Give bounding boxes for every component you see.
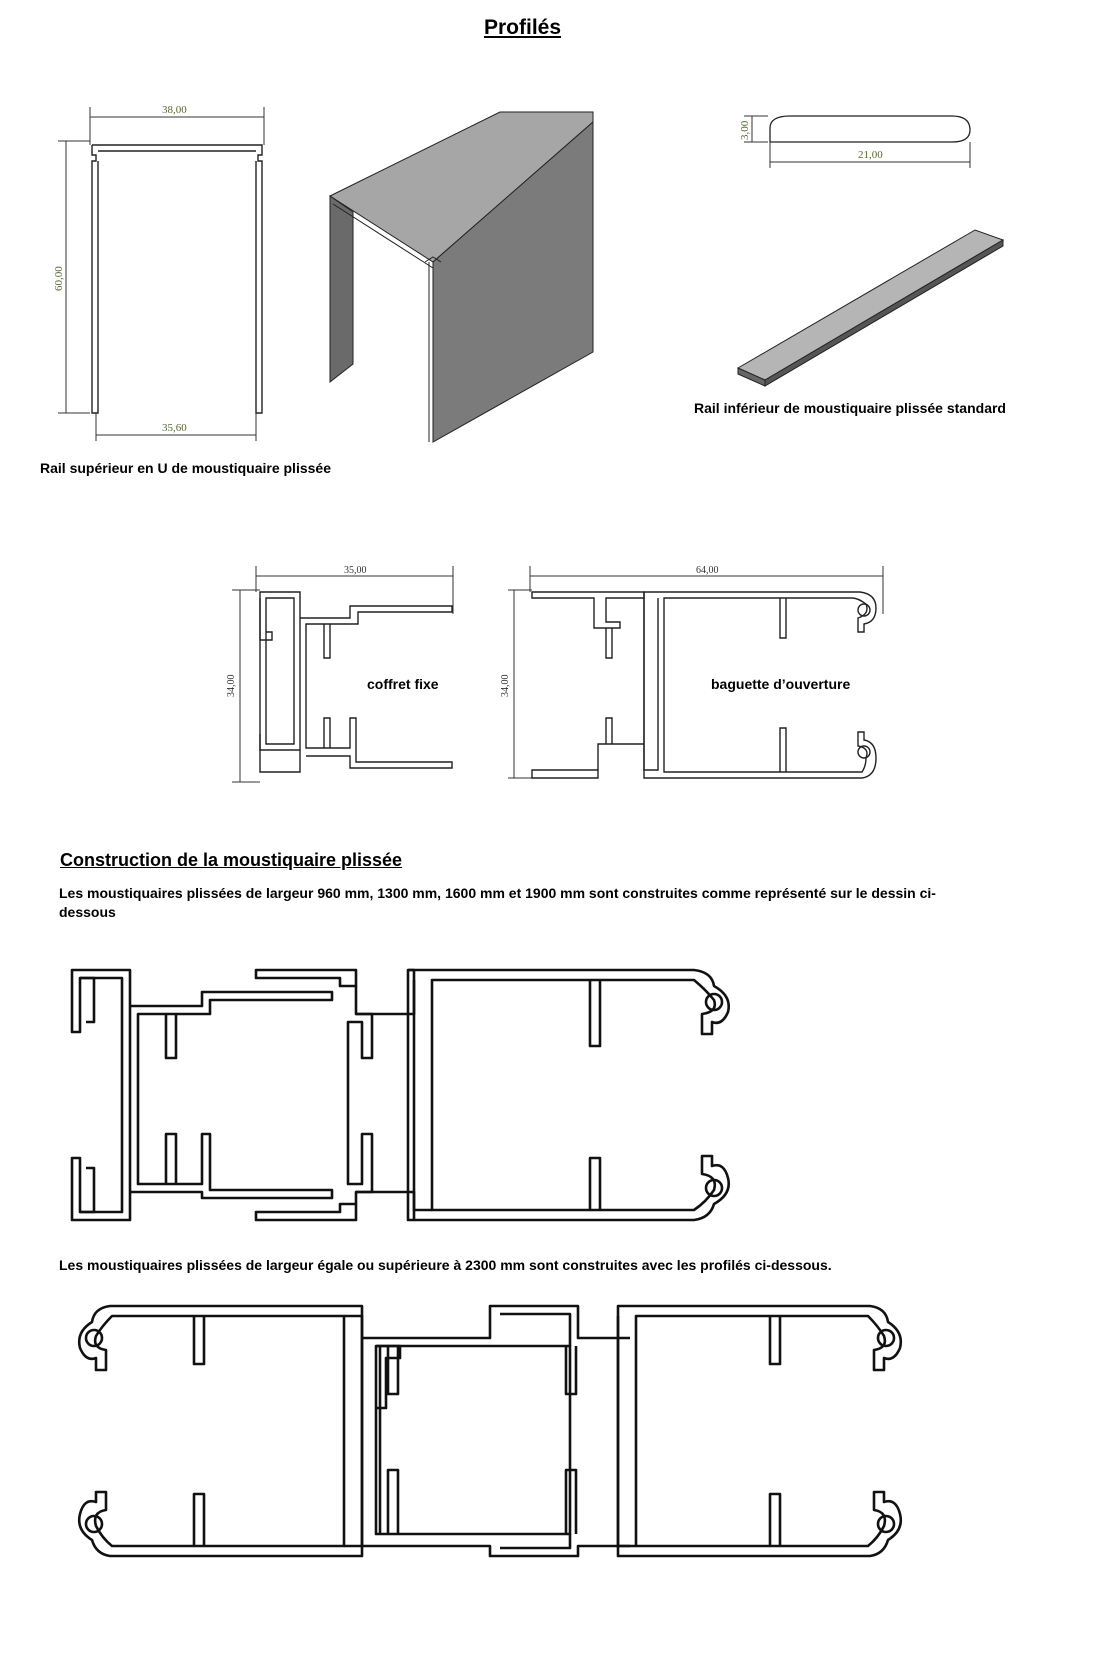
- large-construction-drawing: [77, 1304, 903, 1558]
- dim-box-height: 34,00: [226, 675, 237, 698]
- fixed-box-drawing: 35,00 34,00: [226, 565, 454, 783]
- fixed-box-label: coffret fixe: [367, 676, 439, 692]
- standard-construction-drawing: [70, 968, 730, 1222]
- flat-rail-drawing: 3,00 21,00: [739, 115, 971, 168]
- dim-bar-height: 34,00: [500, 675, 511, 698]
- u-rail-render: [328, 111, 594, 443]
- opening-bar-label: baguette d’ouverture: [711, 676, 851, 692]
- dim-u-bottom: 35,60: [162, 422, 187, 434]
- upper-rail-caption: Rail supérieur en U de moustiquaire plis…: [40, 460, 331, 476]
- dim-bar-width: 64,00: [696, 565, 719, 576]
- page-title: Profilés: [484, 16, 562, 39]
- flat-rail-render: [736, 229, 1005, 387]
- standard-paragraph: Les moustiquaires plissées de largeur 96…: [59, 885, 936, 920]
- large-paragraph: Les moustiquaires plissées de largeur ég…: [59, 1257, 832, 1273]
- section-title: Construction de la moustiquaire plissée: [60, 850, 403, 870]
- lower-rail-caption: Rail inférieur de moustiquaire plissée s…: [694, 400, 1006, 416]
- dim-flat-height: 3,00: [739, 120, 751, 140]
- u-rail-drawing: 38,00 60,00 35,60: [53, 104, 265, 441]
- opening-bar-drawing: 64,00 34,00: [500, 565, 884, 779]
- dim-box-width: 35,00: [344, 565, 367, 576]
- dim-u-side: 60,00: [53, 266, 65, 291]
- dim-flat-width: 21,00: [858, 149, 883, 161]
- dim-u-top: 38,00: [162, 104, 187, 116]
